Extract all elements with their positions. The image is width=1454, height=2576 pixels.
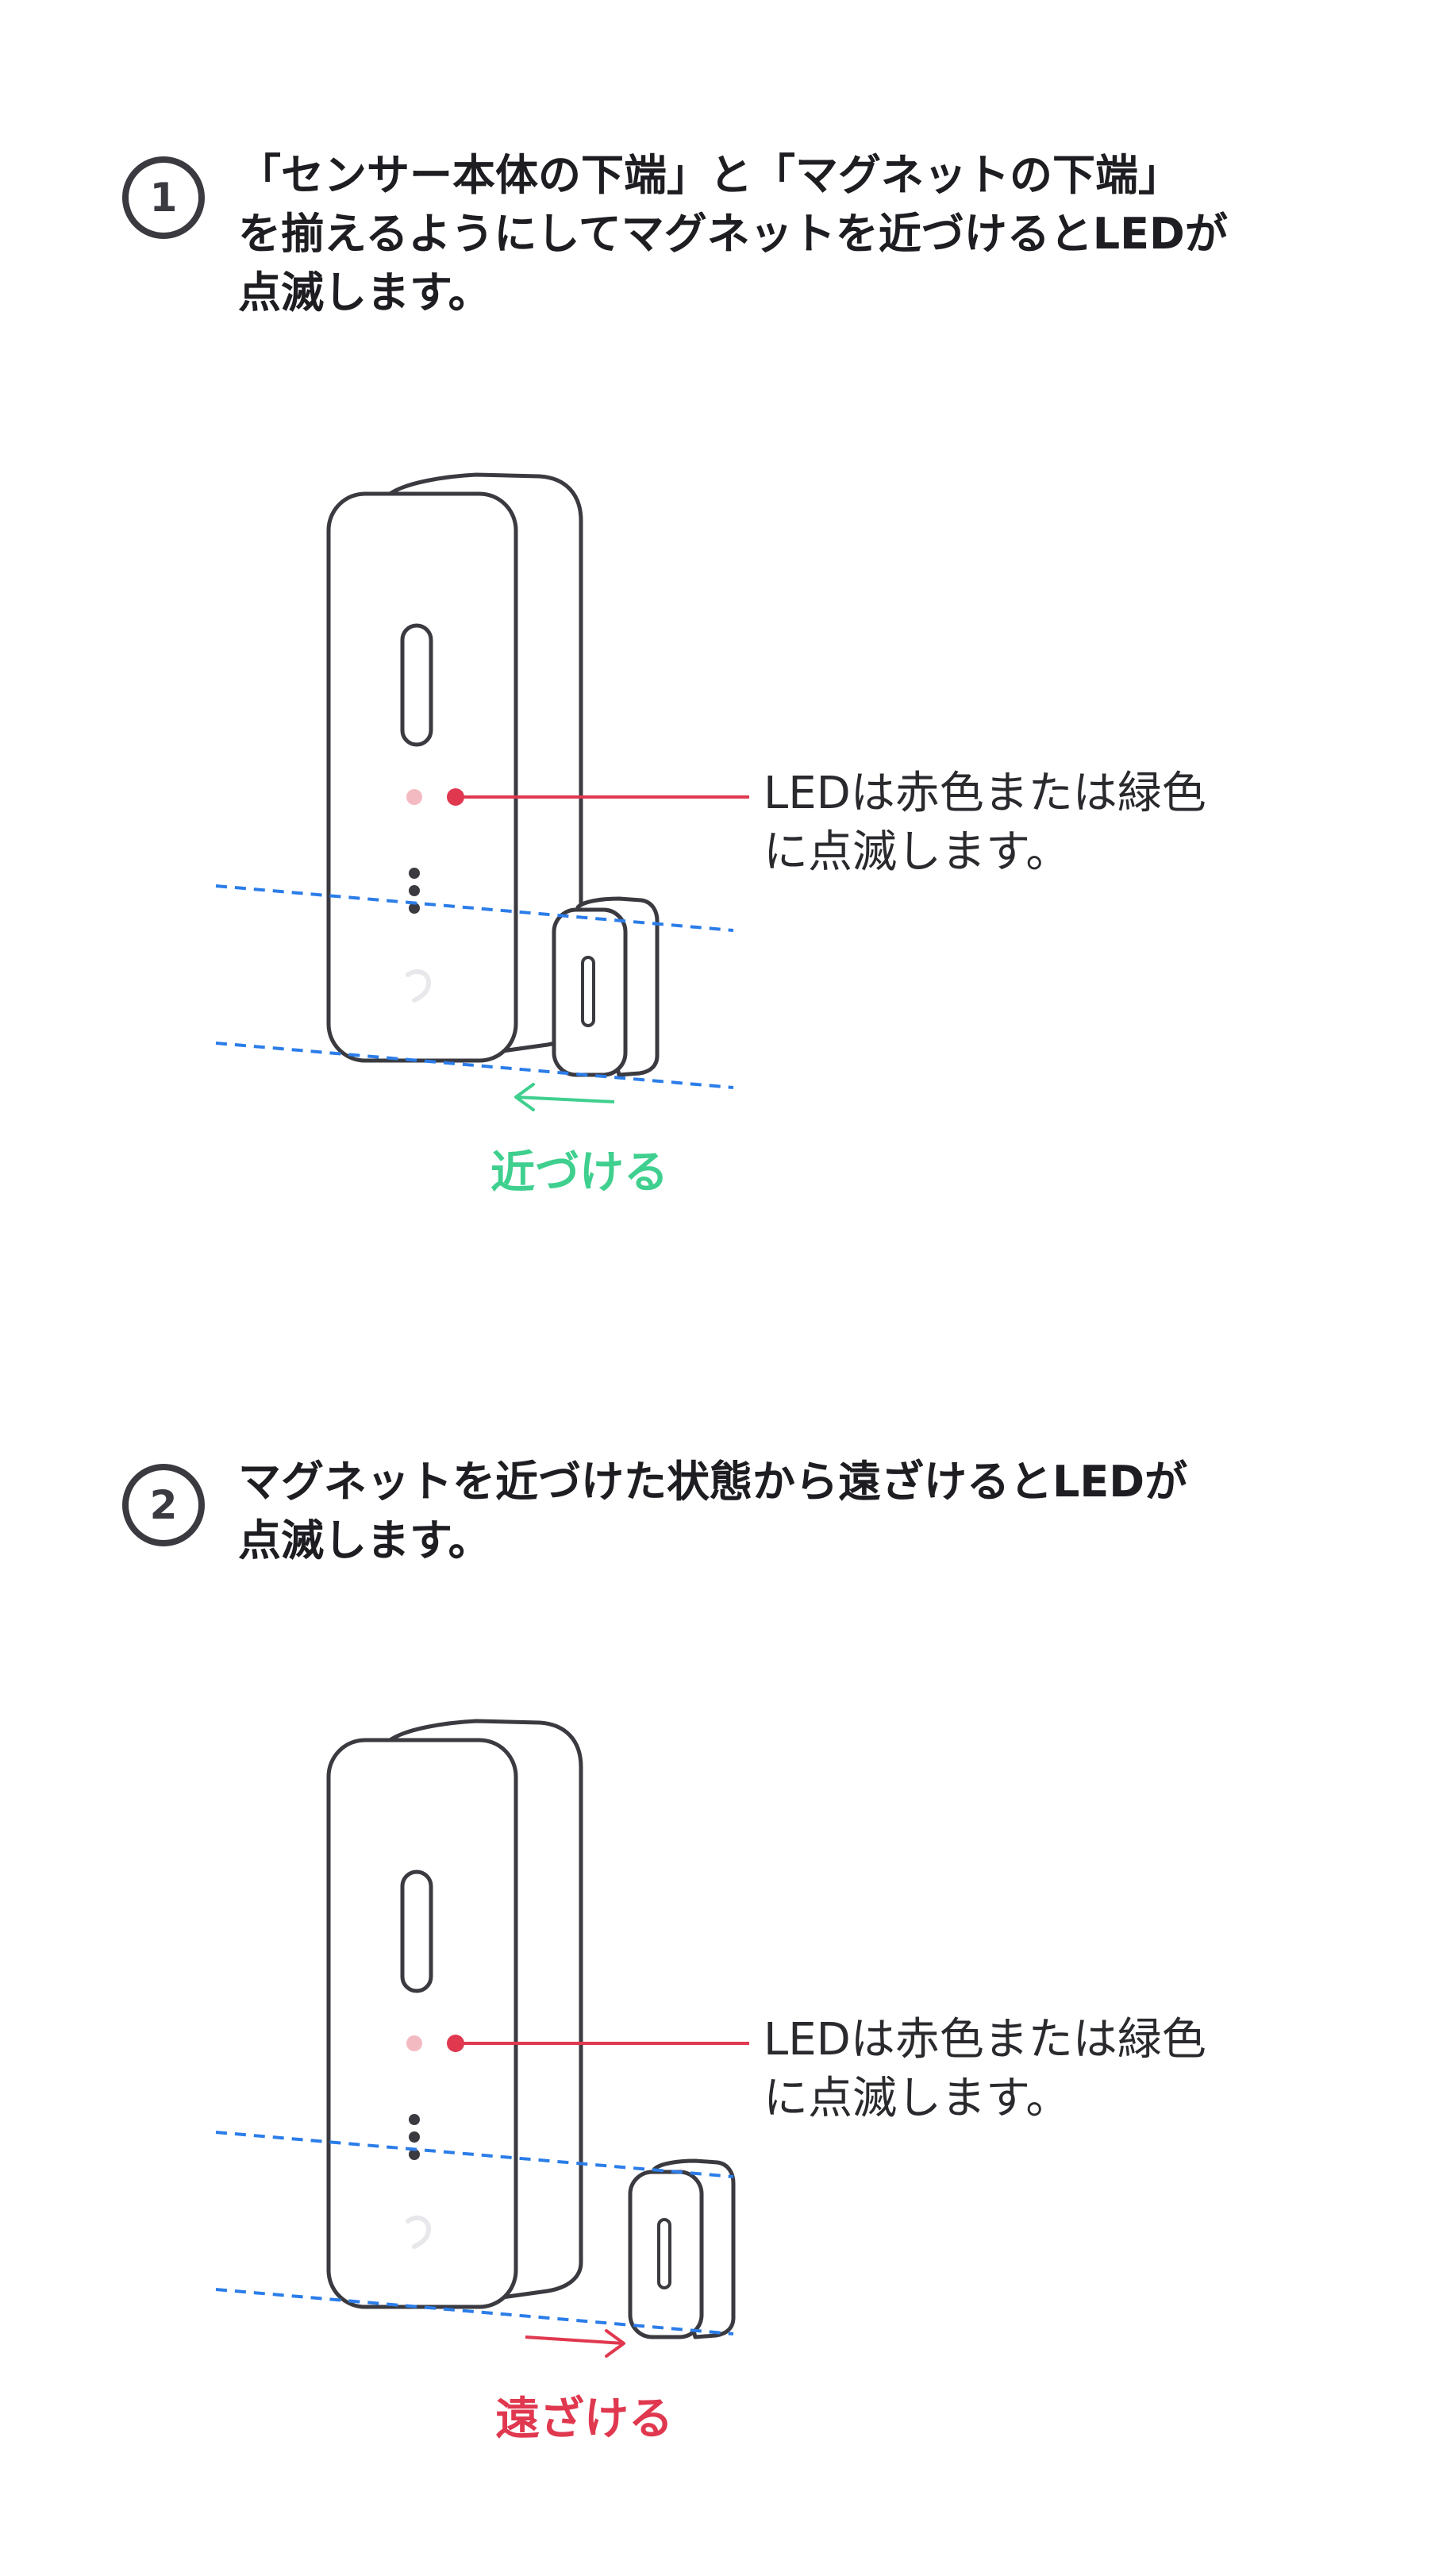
indicator-dot <box>409 2114 420 2125</box>
indicator-dot <box>409 903 420 914</box>
sensor-body-front <box>326 491 518 1063</box>
step-2-instruction: マグネットを近づけた状態から遠ざけるとLEDが 点滅します。 <box>238 1457 1188 1565</box>
move-away-arrow <box>525 2329 625 2358</box>
step-1-number-badge: 1 <box>122 156 205 239</box>
led-glow <box>406 2035 422 2051</box>
sensor-body-front <box>326 1738 518 2309</box>
top-guide-line <box>215 884 734 932</box>
step-2-number-badge: 2 <box>122 1464 205 1546</box>
step-1-led-note: LEDは赤色または緑色 に点滅します。 <box>764 768 1206 878</box>
sensor-slot <box>400 623 433 747</box>
magnet-slot <box>657 2218 671 2289</box>
bottom-guide-line <box>215 1042 734 1089</box>
indicator-dot <box>409 2149 420 2160</box>
sensor-logo <box>406 2215 432 2249</box>
approach-arrow <box>514 1083 615 1111</box>
step-1-instruction: 「センサー本体の下端」と「マグネットの下端」 を揃えるようにしてマグネットを近づ… <box>238 150 1228 318</box>
indicator-dot <box>409 2131 420 2143</box>
magnet-slot <box>581 956 595 1027</box>
sensor-logo <box>406 968 432 1003</box>
step-2-action-label: 遠ざける <box>495 2393 673 2445</box>
sensor-slot <box>400 1869 433 1993</box>
indicator-dot <box>409 885 420 896</box>
step-2-led-note: LEDは赤色または緑色 に点滅します。 <box>764 2014 1206 2124</box>
bottom-guide-line <box>215 2288 734 2335</box>
step-1-action-label: 近づける <box>490 1147 668 1199</box>
step-1-diagram <box>215 472 749 1111</box>
indicator-dot <box>409 868 420 879</box>
top-guide-line <box>215 2131 734 2178</box>
led-glow <box>406 789 422 805</box>
step-2-diagram <box>215 1719 749 2358</box>
